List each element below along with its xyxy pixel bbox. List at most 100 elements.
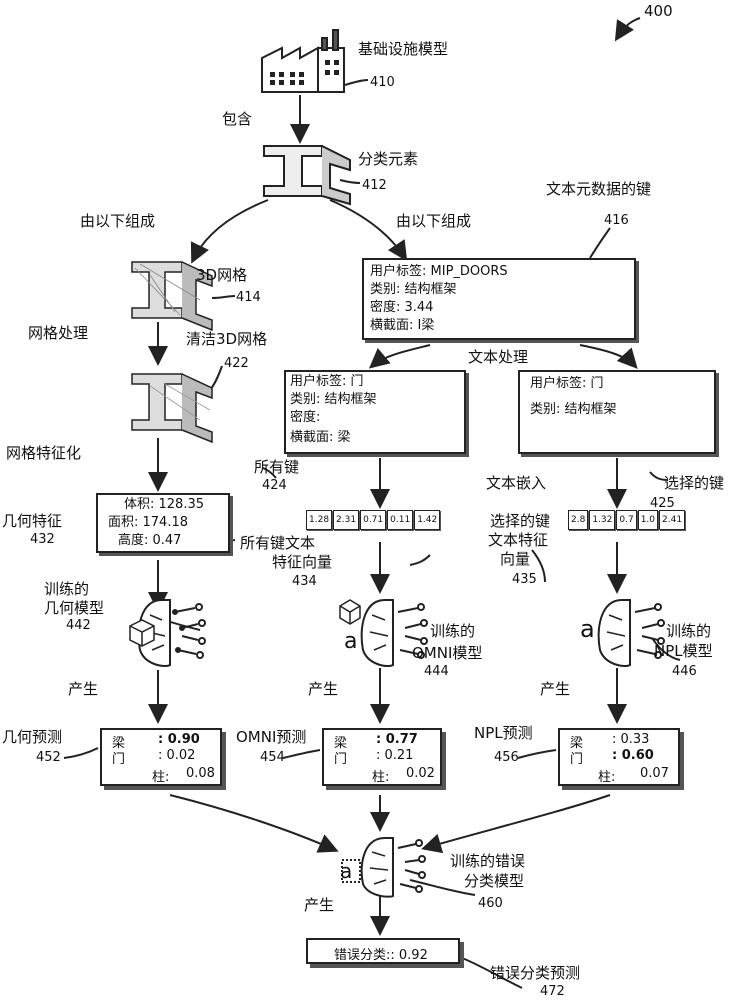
consists-right-label: 由以下组成 — [396, 212, 472, 230]
factory-icon — [261, 29, 345, 93]
all-keys-vector-label-1: 所有键文本 — [240, 534, 316, 552]
pred-name: 门 — [570, 752, 584, 767]
pred-value-door: : 0.21 — [376, 748, 414, 763]
meta-category: 类别: 结构框架 — [370, 282, 457, 297]
trained-omni-label-1: 训练的 — [430, 622, 476, 640]
ref-442: 442 — [66, 618, 91, 633]
meta-density: 密度: 3.44 — [370, 300, 434, 315]
consists-left-label: 由以下组成 — [80, 212, 156, 230]
selkeys-user-tag: 用户标签: 门 — [530, 376, 604, 391]
pred-value-beam: : 0.90 — [158, 732, 200, 747]
vector-cell: 0.71 — [360, 510, 387, 530]
trained-geom-label-2: 几何模型 — [44, 599, 105, 617]
pred-name: 梁 — [112, 736, 126, 751]
ref-472: 472 — [540, 984, 565, 999]
all-keys-vector: 1.28 2.31 0.71 0.11 1.42 — [306, 510, 441, 530]
selected-vector-label-3: 向量 — [500, 550, 531, 568]
produce-label-3: 产生 — [540, 680, 571, 698]
error-result-box: 错误分类:: 0.92 — [306, 938, 460, 964]
height-line: 高度: 0.47 — [118, 533, 182, 548]
arrow-element-to-mesh — [190, 199, 269, 264]
mesh-processing-label: 网格处理 — [28, 324, 89, 342]
figure-number: 400 — [644, 2, 673, 20]
selected-keys-label: 选择的键 — [664, 474, 725, 492]
ref-416: 416 — [604, 213, 629, 228]
figure-number-arrow — [614, 17, 641, 42]
vector-cell: 2.41 — [659, 510, 686, 530]
produce-label-2: 产生 — [308, 680, 339, 698]
text-embed-label: 文本嵌入 — [486, 474, 547, 492]
mesh3d-label: 3D网格 — [196, 266, 248, 284]
trained-geom-label-1: 训练的 — [44, 580, 90, 598]
cube-icon — [129, 619, 155, 647]
ref-456: 456 — [494, 750, 519, 765]
area-line: 面积: 174.18 — [108, 515, 188, 530]
ref-412: 412 — [362, 178, 387, 193]
brain-icon-npl — [597, 599, 665, 668]
trained-npl-label-1: 训练的 — [666, 622, 712, 640]
infra-model-label: 基础设施模型 — [358, 40, 449, 58]
vector-cell: 2.31 — [333, 510, 360, 530]
ref-435: 435 — [512, 572, 537, 587]
allkeys-category: 类别: 结构框架 — [290, 392, 377, 407]
error-pred-label: 错误分类预测 — [490, 964, 581, 982]
text-letter-icon: a — [344, 629, 358, 654]
ref-422: 422 — [224, 356, 249, 371]
vector-cell: 0.11 — [387, 510, 414, 530]
allkeys-user-tag: 用户标签: 门 — [290, 374, 364, 389]
geom-pred-label: 几何预测 — [2, 728, 63, 746]
ref-446: 446 — [672, 664, 697, 679]
pred-name: 柱: — [598, 770, 616, 785]
ref-444: 444 — [424, 664, 449, 679]
pred-value-column: 0.07 — [640, 766, 669, 781]
pred-value-beam: : 0.33 — [612, 732, 650, 747]
vector-cell: 1.28 — [306, 510, 333, 530]
mesh-beam-icon — [131, 261, 213, 332]
ref-414: 414 — [236, 290, 261, 305]
pred-name: 梁 — [334, 736, 348, 751]
selected-vector-label-2: 文本特征 — [488, 531, 549, 549]
ref-452: 452 — [36, 750, 61, 765]
arrow-nplpred-to-error — [421, 794, 611, 854]
trained-npl-label-2: NPL模型 — [654, 642, 713, 660]
arrow-meta-to-allkeys — [368, 344, 431, 369]
ref-424: 424 — [262, 478, 287, 493]
ref-425: 425 — [650, 496, 675, 511]
pred-name: 柱: — [372, 770, 390, 785]
pred-name: 梁 — [570, 736, 584, 751]
arrow-meta-to-selkeys — [579, 344, 638, 369]
ref-434: 434 — [292, 574, 317, 589]
ref-454: 454 — [260, 750, 285, 765]
all-keys-vector-label-2: 特征向量 — [272, 553, 333, 571]
selected-keys-vector: 2.8 1.32 0.7 1.0 2.41 — [568, 510, 686, 530]
clean-mesh-label: 清洁3D网格 — [186, 330, 268, 348]
allkeys-density: 密度: — [290, 410, 321, 425]
text-letter-icon-npl: a — [580, 615, 595, 643]
error-result-text: 错误分类:: 0.92 — [334, 948, 428, 963]
meta-cross-section: 横截面: I梁 — [370, 318, 435, 333]
all-keys-label: 所有键 — [254, 458, 300, 476]
pred-value-door: : 0.02 — [158, 748, 196, 763]
geom-pred-box: 梁 : 0.90 门 : 0.02 柱: 0.08 — [100, 728, 222, 786]
trained-error-label-2: 分类模型 — [464, 872, 525, 890]
vector-cell: 0.7 — [616, 510, 637, 530]
vector-cell: 1.42 — [414, 510, 441, 530]
ref-432: 432 — [30, 532, 55, 547]
pred-value-column: 0.08 — [186, 766, 215, 781]
npl-pred-box: 梁 : 0.33 门 : 0.60 柱: 0.07 — [558, 728, 680, 786]
omni-pred-label: OMNI预测 — [236, 728, 307, 746]
geometry-features-box: 体积: 128.35 面积: 174.18 高度: 0.47 — [96, 493, 230, 553]
contains-label: 包含 — [222, 110, 253, 128]
produce-label-4: 产生 — [304, 896, 335, 914]
brain-icon-omni — [360, 599, 428, 668]
text-meta-keys-label: 文本元数据的键 — [546, 180, 652, 198]
arrow-geompred-to-error — [169, 794, 339, 853]
omni-pred-box: 梁 : 0.77 门 : 0.21 柱: 0.02 — [322, 728, 442, 786]
ref-460: 460 — [478, 896, 503, 911]
text-letter-icon-error: a — [340, 859, 353, 883]
allkeys-cross-section: 横截面: 梁 — [290, 430, 351, 445]
all-keys-box: 用户标签: 门 类别: 结构框架 密度: 横截面: 梁 — [284, 370, 466, 454]
pred-name: 柱: — [152, 770, 170, 785]
